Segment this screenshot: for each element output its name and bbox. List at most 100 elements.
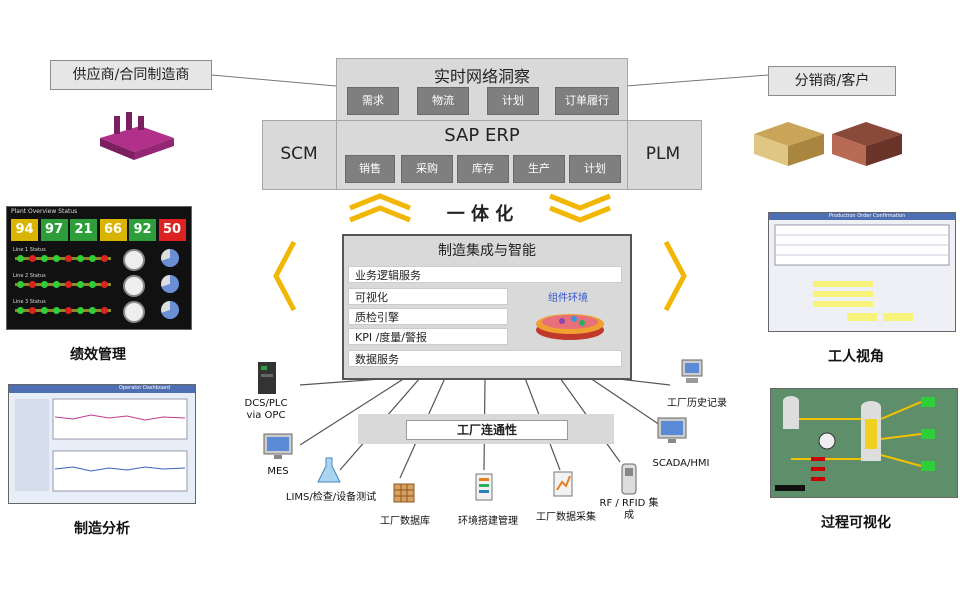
distributor-connector bbox=[625, 74, 769, 87]
network-item-planning[interactable]: 计划 bbox=[487, 87, 539, 115]
function-quality-engine[interactable]: 质检引擎 bbox=[348, 308, 508, 325]
down-chevron-icon-2 bbox=[549, 205, 611, 223]
erp-item-sales[interactable]: 销售 bbox=[345, 155, 395, 183]
line-status-label: Line 3 Status bbox=[13, 299, 46, 305]
up-chevron-icon-2 bbox=[349, 205, 411, 223]
process-diagram bbox=[775, 396, 935, 491]
component-env-label: 组件环境 bbox=[548, 293, 588, 304]
line-pie-icon bbox=[161, 249, 179, 267]
source-rfid: RF / RFID 集成 bbox=[599, 498, 659, 521]
analytics-trend-plots bbox=[15, 398, 188, 492]
analytics-caption: 制造分析 bbox=[74, 521, 130, 537]
scm-label: SCM bbox=[280, 144, 318, 164]
plc-icon bbox=[258, 362, 276, 394]
line-status-dot bbox=[77, 281, 84, 288]
line-status-dot bbox=[17, 307, 24, 314]
source-historian: 工厂历史记录 bbox=[667, 398, 727, 409]
connectivity-band: 工厂连通性 bbox=[358, 414, 614, 444]
line-gauge-icon bbox=[123, 249, 145, 271]
worker-caption: 工人视角 bbox=[828, 349, 884, 365]
data-collection-icon bbox=[553, 471, 573, 497]
source-scada-hmi: SCADA/HMI bbox=[652, 458, 710, 469]
right-bracket-icon bbox=[663, 240, 687, 312]
connectivity-label: 工厂连通性 bbox=[406, 420, 568, 440]
distributor-label: 分销商/客户 bbox=[768, 66, 896, 96]
line-status-dot bbox=[29, 255, 36, 262]
line-status-dot bbox=[53, 281, 60, 288]
line-pie-icon bbox=[161, 301, 179, 319]
mes-monitor-icon bbox=[263, 433, 293, 459]
line-status-label: Line 2 Status bbox=[13, 273, 46, 279]
integration-chevrons bbox=[349, 193, 611, 223]
function-visualization[interactable]: 可视化 bbox=[348, 288, 508, 305]
network-item-logistics[interactable]: 物流 bbox=[417, 87, 469, 115]
kpi-tile: 92 bbox=[129, 219, 156, 241]
line-status-dot bbox=[41, 255, 48, 262]
process-caption: 过程可视化 bbox=[821, 515, 891, 531]
mii-title: 制造集成与智能 bbox=[438, 243, 536, 259]
line-status-label: Line 1 Status bbox=[13, 247, 46, 253]
line-status-bar bbox=[15, 283, 111, 286]
erp-item-production[interactable]: 生产 bbox=[513, 155, 565, 183]
supplier-connector bbox=[211, 74, 337, 87]
line-status-dot bbox=[101, 255, 108, 262]
function-kpi-alerts[interactable]: KPI /度量/警报 bbox=[348, 328, 508, 345]
worker-form bbox=[774, 224, 950, 321]
line-status-dot bbox=[65, 255, 72, 262]
source-plant-database: 工厂数据库 bbox=[380, 516, 430, 527]
line-status-dot bbox=[77, 307, 84, 314]
down-chevron-icon bbox=[549, 193, 611, 211]
line-status-bar bbox=[15, 257, 111, 260]
line-status-dot bbox=[89, 307, 96, 314]
network-item-fulfillment[interactable]: 订单履行 bbox=[555, 87, 619, 115]
source-env-management: 环境搭建管理 bbox=[458, 516, 518, 527]
analytics-screen: Operator Dashboard bbox=[8, 384, 196, 504]
erp-item-inventory[interactable]: 库存 bbox=[457, 155, 509, 183]
erp-item-planning[interactable]: 计划 bbox=[569, 155, 621, 183]
line-status-dot bbox=[29, 307, 36, 314]
line-status-dot bbox=[41, 307, 48, 314]
function-data-services[interactable]: 数据服务 bbox=[348, 350, 622, 367]
network-item-demand[interactable]: 需求 bbox=[347, 87, 399, 115]
plant-database-icon bbox=[393, 483, 415, 503]
line-status-dot bbox=[77, 255, 84, 262]
line-pie-icon bbox=[161, 275, 179, 293]
sap-erp-box: SAP ERP 销售 采购 库存 生产 计划 bbox=[336, 120, 628, 190]
line-status-dot bbox=[53, 255, 60, 262]
line-status-dot bbox=[17, 255, 24, 262]
rfid-scanner-icon bbox=[621, 463, 637, 495]
scada-monitor-icon bbox=[657, 417, 687, 443]
line-status-bar bbox=[15, 309, 111, 312]
historian-icon bbox=[681, 359, 703, 383]
kpi-tile: 50 bbox=[158, 219, 186, 241]
worker-screen: Production Order Confirmation bbox=[768, 212, 956, 332]
network-insight-box: 实时网络洞察 需求 物流 计划 订单履行 bbox=[336, 58, 628, 122]
integration-label: 一 体 化 bbox=[446, 204, 514, 225]
line-status-dot bbox=[29, 281, 36, 288]
function-business-logic[interactable]: 业务逻辑服务 bbox=[348, 266, 622, 283]
line-gauge-icon bbox=[123, 275, 145, 297]
line-status-dot bbox=[41, 281, 48, 288]
line-status-dot bbox=[101, 281, 108, 288]
source-dcs-plc: DCS/PLC via OPC bbox=[244, 398, 288, 421]
line-status-dot bbox=[89, 281, 96, 288]
kpi-tile: 94 bbox=[11, 219, 38, 241]
supplier-label: 供应商/合同制造商 bbox=[50, 60, 212, 90]
worker-header: Production Order Confirmation bbox=[829, 213, 906, 219]
component-disk-icon bbox=[536, 314, 604, 340]
line-status-dot bbox=[101, 307, 108, 314]
line-status-dot bbox=[89, 255, 96, 262]
warehouse-icon bbox=[754, 122, 902, 166]
line-gauge-icon bbox=[123, 301, 145, 323]
env-management-icon bbox=[475, 473, 493, 501]
erp-item-procurement[interactable]: 采购 bbox=[401, 155, 453, 183]
erp-title: SAP ERP bbox=[444, 125, 520, 146]
process-screen bbox=[770, 388, 958, 498]
line-status-dot bbox=[65, 281, 72, 288]
line-status-dot bbox=[17, 281, 24, 288]
kpi-tile: 21 bbox=[70, 219, 97, 241]
kpi-tile: 97 bbox=[40, 219, 68, 241]
